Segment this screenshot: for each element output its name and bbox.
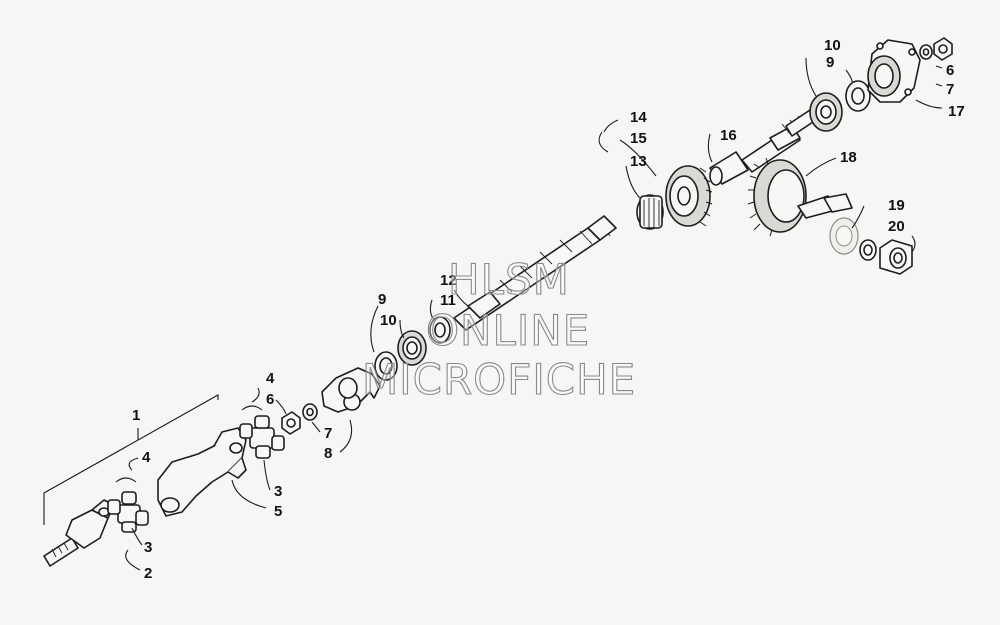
callout-9-top: 9 <box>826 54 834 71</box>
washer-part <box>302 403 318 421</box>
splined-yoke-shaft-part <box>43 499 115 567</box>
callout-12: 12 <box>440 272 457 289</box>
callout-4-upper: 4 <box>266 370 275 387</box>
seal-top-part <box>845 80 871 112</box>
leader-lines <box>125 57 943 571</box>
callout-18: 18 <box>840 149 857 166</box>
callout-7-upper: 7 <box>946 81 954 98</box>
housing-hub-part <box>867 39 921 103</box>
circlip-part <box>598 131 609 153</box>
callout-11: 11 <box>440 292 456 309</box>
spacer-ring-part <box>429 316 451 344</box>
watermark-line-1: HLSM <box>448 255 570 304</box>
assembly-bracket <box>43 394 219 525</box>
watermark-line-2: ONLINE <box>426 306 590 355</box>
callout-17: 17 <box>948 103 965 120</box>
callout-6-lower: 6 <box>266 391 274 408</box>
splined-sleeve-part <box>709 109 817 186</box>
callout-14: 14 <box>630 109 647 126</box>
bearing-top-part <box>809 92 843 132</box>
watermark: HLSM ONLINE MICROFICHE <box>361 254 636 404</box>
u-joint-cross-upper-part <box>239 415 285 459</box>
lock-nut-part <box>879 239 913 275</box>
callout-2: 2 <box>144 565 152 582</box>
callout-10-middle: 10 <box>380 312 397 329</box>
callout-4-lower: 4 <box>142 449 151 466</box>
callout-1: 1 <box>132 407 140 424</box>
nut-part <box>281 411 301 435</box>
roller-bearing-part <box>829 217 859 255</box>
watermark-line-3: MICROFICHE <box>362 355 636 404</box>
main-splined-shaft-part <box>453 215 617 331</box>
callout-6-upper: 6 <box>946 62 954 79</box>
callout-5: 5 <box>274 503 282 520</box>
drive-yoke-part <box>157 427 247 517</box>
snap-ring-lower-part <box>115 477 137 483</box>
callout-19: 19 <box>888 197 905 214</box>
callout-15: 15 <box>630 130 647 147</box>
u-joint-cross-lower-part <box>107 491 149 533</box>
washer-top-part <box>919 44 933 60</box>
bevel-gear-part <box>665 165 713 227</box>
bearing-middle-part <box>397 330 427 366</box>
callout-3-lower: 3 <box>144 539 152 556</box>
callout-3-upper: 3 <box>274 483 282 500</box>
snap-ring-upper-part <box>241 405 263 411</box>
callout-13: 13 <box>630 153 647 170</box>
callout-7-lower: 7 <box>324 425 332 442</box>
callout-16: 16 <box>720 127 737 144</box>
flange-yoke-part <box>321 367 381 413</box>
seal-middle-part <box>374 351 398 381</box>
callout-10-top: 10 <box>824 37 841 54</box>
large-gear-part <box>747 157 853 237</box>
nut-top-part <box>933 37 953 61</box>
needle-bearing-part <box>636 194 664 230</box>
callout-9-middle: 9 <box>378 291 386 308</box>
callout-20: 20 <box>888 218 905 235</box>
callout-8: 8 <box>324 445 332 462</box>
callout-labels: 1 2 3 3 4 4 5 6 6 7 7 8 9 9 10 10 11 12 … <box>132 37 965 582</box>
washer-small-part <box>859 239 877 261</box>
